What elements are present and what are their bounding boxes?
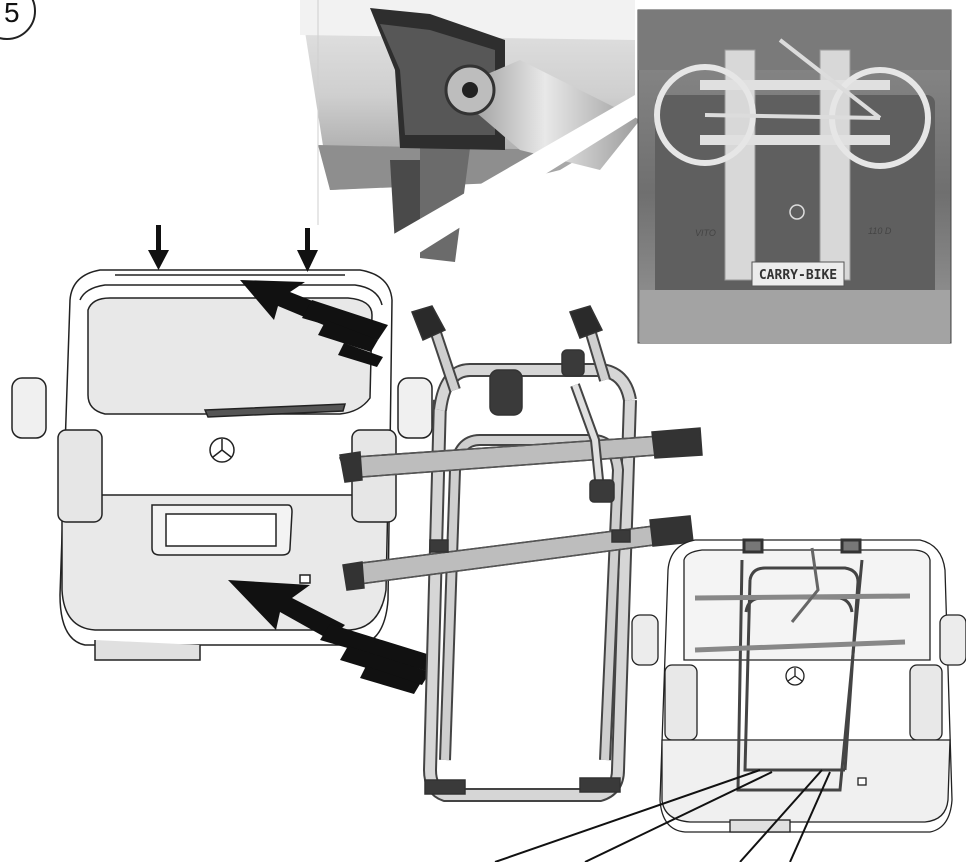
direction-arrow-lower: [228, 580, 440, 694]
bike-carrier-rack: [338, 305, 703, 802]
photo-version-badge: 110 D: [868, 226, 892, 236]
frame-clamp-top: [489, 369, 523, 416]
van-rear-mounted: [631, 539, 966, 833]
lower-bike-rail: [343, 521, 694, 586]
top-hook-right: [569, 305, 604, 339]
leader-lines: [494, 769, 831, 862]
top-hook-left: [411, 305, 447, 342]
van-rear-main: [11, 269, 433, 661]
detail-closeup: [300, 0, 640, 300]
step-number: 5: [4, 0, 20, 28]
direction-arrow-upper: [240, 280, 388, 367]
frame-clamp-lower: [589, 479, 615, 503]
photo-model-badge: VITO: [695, 228, 716, 238]
down-arrows: [148, 225, 318, 272]
photo-plate-label: CARRY-BIKE: [759, 268, 837, 283]
example-photo: VITO 110 D CARRY-BIKE: [637, 9, 952, 344]
small-rack: [694, 538, 911, 792]
